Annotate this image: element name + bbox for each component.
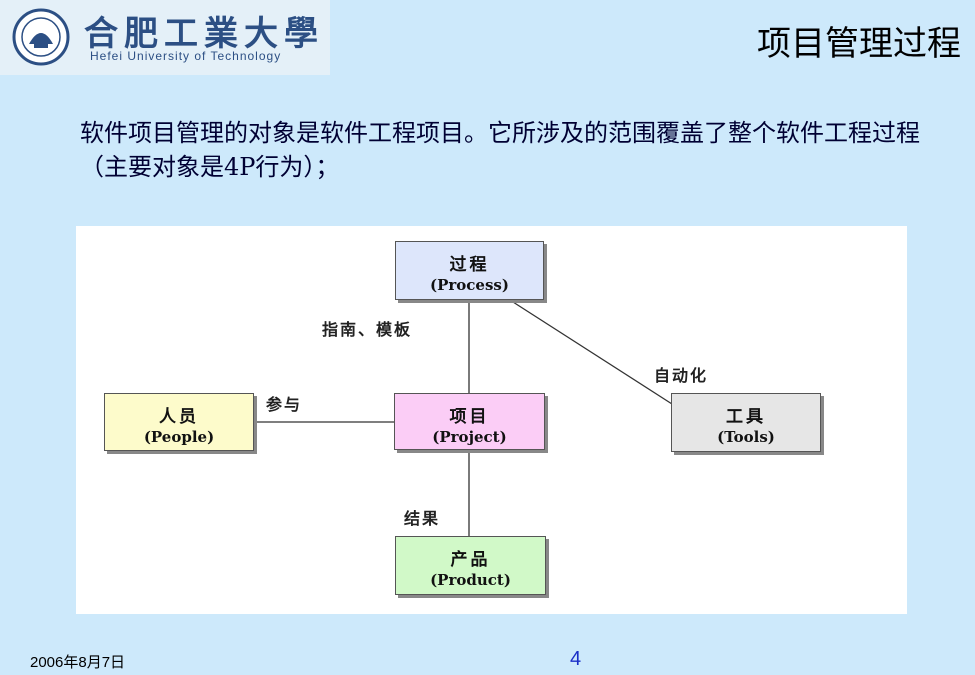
node-project-cn: 项目	[449, 407, 490, 427]
node-people: 人员 (People)	[104, 393, 254, 451]
page-number: 4	[570, 648, 582, 670]
university-name-cn: 合肥工業大學	[84, 14, 324, 54]
node-process: 过程 (Process)	[395, 241, 544, 300]
edge-label-process-tools: 自动化	[654, 366, 709, 385]
intro-text: 软件项目管理的对象是软件工程项目。它所涉及的范围覆盖了整个软件工程过程（主要对象…	[80, 119, 920, 181]
node-product-en: (Product)	[430, 571, 511, 589]
node-process-en: (Process)	[430, 276, 509, 294]
university-emblem-icon	[12, 8, 70, 66]
node-project-en: (Project)	[432, 428, 507, 446]
footer-date: 2006年8月7日	[30, 654, 126, 671]
node-tools-en: (Tools)	[717, 428, 775, 446]
node-project: 项目 (Project)	[394, 393, 545, 450]
diagram-panel: 过程 (Process) 人员 (People) 项目 (Project) 工具…	[76, 226, 907, 614]
node-people-cn: 人员	[159, 407, 199, 427]
node-people-en: (People)	[143, 428, 215, 446]
node-tools: 工具 (Tools)	[671, 393, 821, 452]
node-product-cn: 产品	[450, 550, 491, 570]
node-product: 产品 (Product)	[395, 536, 546, 595]
node-tools-cn: 工具	[726, 407, 766, 427]
edge-label-project-product: 结果	[404, 509, 441, 528]
slide-title: 项目管理过程	[757, 24, 961, 64]
edge-process-tools	[512, 301, 673, 405]
university-name-en: Hefei University of Technology	[90, 49, 282, 63]
university-logo: 合肥工業大學 Hefei University of Technology	[0, 0, 330, 75]
edge-label-people-project: 参与	[266, 395, 303, 414]
edge-label-process-project: 指南、模板	[322, 320, 413, 339]
diagram-connectors	[254, 300, 673, 536]
node-process-cn: 过程	[449, 255, 490, 275]
